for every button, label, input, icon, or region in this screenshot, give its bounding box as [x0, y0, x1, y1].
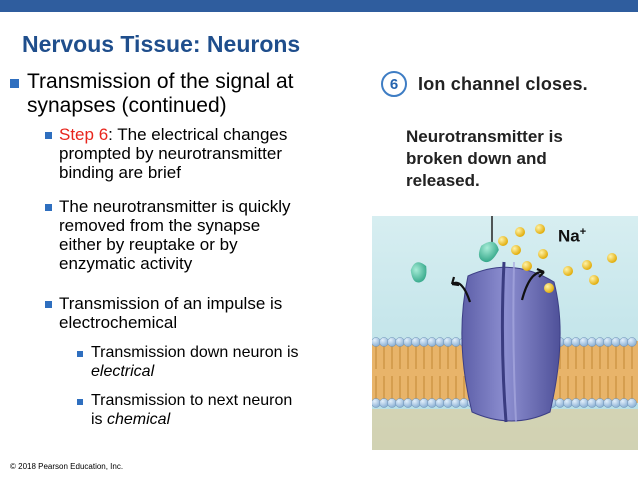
step6-label: Step 6 — [59, 125, 109, 144]
figure-caption: Neurotransmitter is broken down and rele… — [406, 126, 563, 192]
bullet-impulse-line-1: Transmission of an impulse is — [59, 294, 283, 313]
bullet-marker — [77, 399, 83, 405]
bullet-reuptake-line-2: removed from the synapse — [59, 216, 261, 235]
figure-caption-line-1: Neurotransmitter is — [406, 127, 563, 146]
step-number: 6 — [389, 75, 399, 93]
neurotransmitter-fragments — [410, 241, 499, 283]
sodium-ion-label: Na+ — [558, 226, 586, 247]
bullet-marker — [45, 132, 52, 139]
ion-channel-figure: 6 Ion channel closes. Neurotransmitter i… — [372, 64, 638, 450]
figure-heading: Ion channel closes. — [418, 74, 588, 94]
bullet-next-neuron-line-1: Transmission to next neuron — [91, 392, 293, 409]
synapse-illustration — [372, 216, 638, 450]
bullet-step6-line-2: prompted by neurotransmitter — [59, 144, 282, 163]
bullet-reuptake-line-3: either by reuptake or by — [59, 235, 238, 254]
copyright-footer: © 2018 Pearson Education, Inc. — [10, 462, 124, 471]
bullet-reuptake-line-4: enzymatic activity — [59, 254, 193, 273]
release-arrows — [450, 267, 545, 303]
bullet-down-neuron-line-1: Transmission down neuron is — [91, 344, 299, 361]
figure-caption-line-3: released. — [406, 171, 480, 190]
slide-top-bar — [0, 0, 638, 12]
bullet-step6-line-3: binding are brief — [59, 163, 181, 182]
sodium-ions — [498, 224, 617, 293]
bullet-marker — [77, 351, 83, 357]
bullet-down-neuron-line-2: electrical — [91, 363, 155, 380]
next-neuron-prefix: is — [91, 411, 107, 428]
bullet-main-line-1: Transmission of the signal at — [27, 70, 294, 93]
ion-symbol: Na — [558, 226, 580, 246]
bullet-next-neuron-line-2: is chemical — [91, 410, 170, 429]
slide-title: Nervous Tissue: Neurons — [22, 31, 301, 57]
bullet-list: Transmission of the signal at synapses (… — [10, 70, 299, 429]
bullet-marker — [45, 204, 52, 211]
bullet-impulse-line-2: electrochemical — [59, 313, 178, 332]
ion-charge: + — [579, 226, 587, 238]
step6-text: : The electrical changes — [108, 125, 288, 144]
bullet-main-line-2: synapses (continued) — [27, 94, 227, 117]
next-neuron-em: chemical — [107, 411, 171, 428]
bullet-marker — [10, 79, 19, 88]
bullet-reuptake-line-1: The neurotransmitter is quickly — [59, 197, 291, 216]
bullet-step6-line-1: Step 6: The electrical changes — [59, 125, 287, 144]
bullet-marker — [45, 301, 52, 308]
figure-caption-line-2: broken down and — [406, 149, 547, 168]
ion-channel-protein — [461, 261, 561, 423]
step-number-badge: 6 — [381, 71, 407, 97]
